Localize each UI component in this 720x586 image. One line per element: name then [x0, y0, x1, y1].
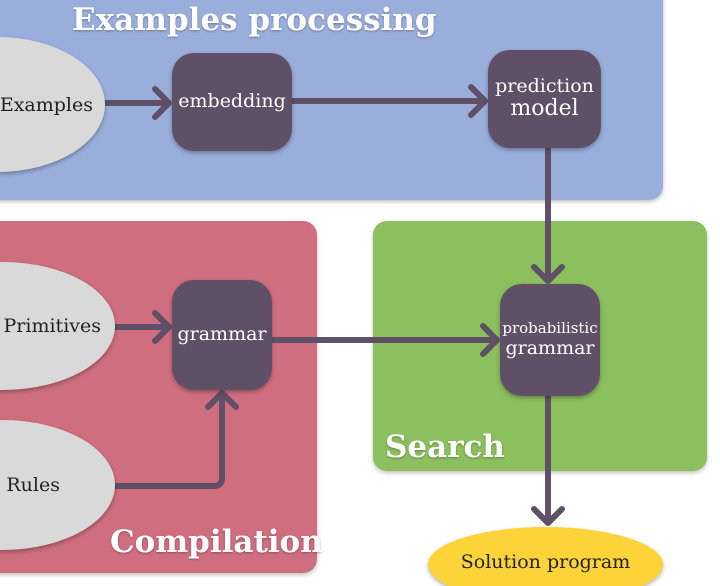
prediction-model-label-line1: prediction [495, 75, 594, 98]
arrow-examples-to-embedding [103, 86, 172, 120]
prediction-model-node: prediction model [488, 50, 601, 148]
grammar-node: grammar [172, 280, 272, 390]
arrow-probabilistic-to-solution [531, 393, 565, 526]
examples-label: Examples [0, 93, 93, 116]
probabilistic-grammar-label-line2: grammar [505, 337, 595, 360]
arrow-rules-to-grammar [112, 390, 239, 489]
arrow-primitives-to-grammar [112, 310, 172, 344]
solution-program-output: Solution program [428, 527, 663, 586]
arrow-grammar-to-probabilistic [269, 323, 500, 357]
solution-program-label: Solution program [460, 551, 631, 573]
rules-label: Rules [6, 474, 60, 496]
embedding-label: embedding [178, 90, 286, 113]
probabilistic-grammar-label-line1: probabilistic [502, 318, 598, 337]
embedding-node: embedding [172, 53, 292, 151]
primitives-label: Primitives [3, 315, 101, 337]
compilation-title: Compilation [110, 524, 323, 560]
search-title: Search [385, 429, 505, 465]
prediction-model-label-line2: model [510, 96, 579, 122]
probabilistic-grammar-node: probabilistic grammar [500, 284, 600, 396]
arrow-embedding-to-prediction [289, 84, 488, 118]
arrow-prediction-to-probabilistic [531, 145, 565, 284]
examples-processing-title: Examples processing [72, 2, 437, 38]
grammar-label: grammar [177, 323, 267, 346]
